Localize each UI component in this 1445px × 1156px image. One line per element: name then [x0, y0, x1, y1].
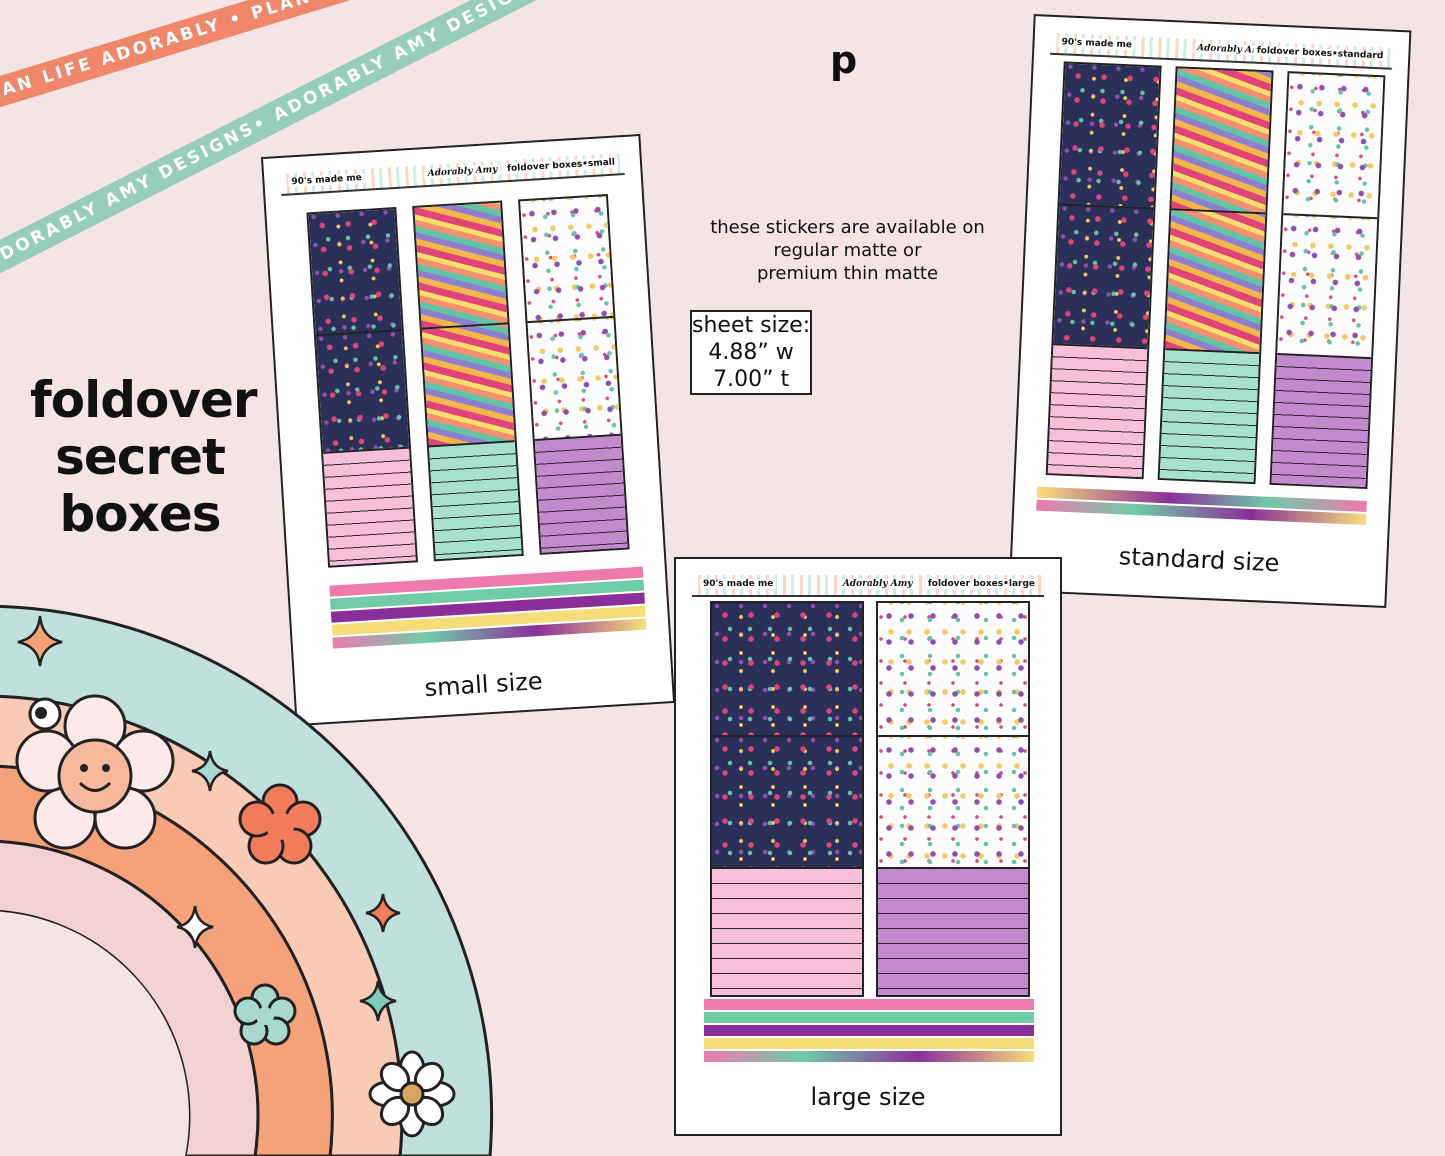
foldover-box-dark: [710, 601, 864, 997]
sparkle-icon: [191, 750, 229, 792]
plan-life-adorably-ribbon: PLAN LIFE ADORABLY • PLAN LIFE ADORABLY …: [0, 0, 706, 114]
foldover-box-confetti: [876, 601, 1030, 997]
title-line: foldover: [30, 371, 258, 429]
brand-logo: Adorably Amy: [424, 164, 501, 180]
sparkle-icon: [176, 905, 214, 949]
sheet-size-label: sheet size:: [692, 313, 811, 338]
foldover-box-dark: [306, 206, 418, 568]
foldover-box-confetti: [1269, 71, 1386, 490]
sheet-type: foldover boxes•small: [503, 157, 619, 175]
logo-letter-p: p: [830, 38, 858, 82]
teal-flower-icon: [233, 983, 297, 1046]
brand-logo: Adorably Amy: [839, 579, 916, 589]
sheet-header: 90's made me Adorably Amy foldover boxes…: [280, 152, 625, 196]
large-size-sheet: 90's made me Adorably Amy foldover boxes…: [674, 557, 1062, 1136]
sheet-type: foldover boxes•standard: [1253, 45, 1387, 62]
sheet-caption: large size: [810, 1083, 926, 1111]
foldover-box-confetti: [518, 194, 630, 555]
availability-line: premium thin matte: [756, 263, 939, 284]
sheet-width: 4.88” w: [708, 340, 794, 365]
sparkle-icon: [359, 980, 397, 1022]
foldover-box-wavy: [412, 200, 524, 562]
washi-strips: [1036, 486, 1367, 527]
sparkle-icon: [365, 893, 401, 933]
smiley-flower-icon: [15, 694, 175, 850]
collection-name: 90's made me: [700, 579, 777, 589]
sheet-type: foldover boxes•large: [924, 579, 1038, 589]
orange-flower-icon: [238, 783, 322, 865]
foldover-box-wavy: [1157, 66, 1274, 485]
foldover-box-dark: [1045, 61, 1162, 480]
collection-name: 90's made me: [288, 172, 366, 188]
eyeball-icon: [28, 697, 62, 731]
daisy-flower-icon: [368, 1050, 456, 1138]
sheet-size: sheet size: 4.88” w 7.00” t: [690, 310, 813, 395]
sheet-header: 90's made me Adorably Amy foldover boxes…: [692, 575, 1044, 597]
title-line: boxes: [59, 485, 221, 543]
product-title: foldover secret boxes: [30, 371, 258, 543]
availability-line: regular matte or: [773, 240, 922, 261]
standard-size-sheet: 90's made me Adorably Amy foldover boxes…: [1008, 14, 1412, 608]
washi-strips: [704, 999, 1034, 1064]
availability-line: these stickers are available on: [710, 217, 985, 238]
collection-name: 90's made me: [1058, 37, 1136, 51]
title-line: secret: [55, 428, 226, 486]
sparkle-icon: [17, 615, 63, 667]
sheet-caption: standard size: [1118, 542, 1280, 578]
product-info: these stickers are available on regular …: [690, 216, 1005, 395]
rainbow-illustration: [0, 604, 494, 1156]
sheet-height: 7.00” t: [713, 367, 790, 392]
